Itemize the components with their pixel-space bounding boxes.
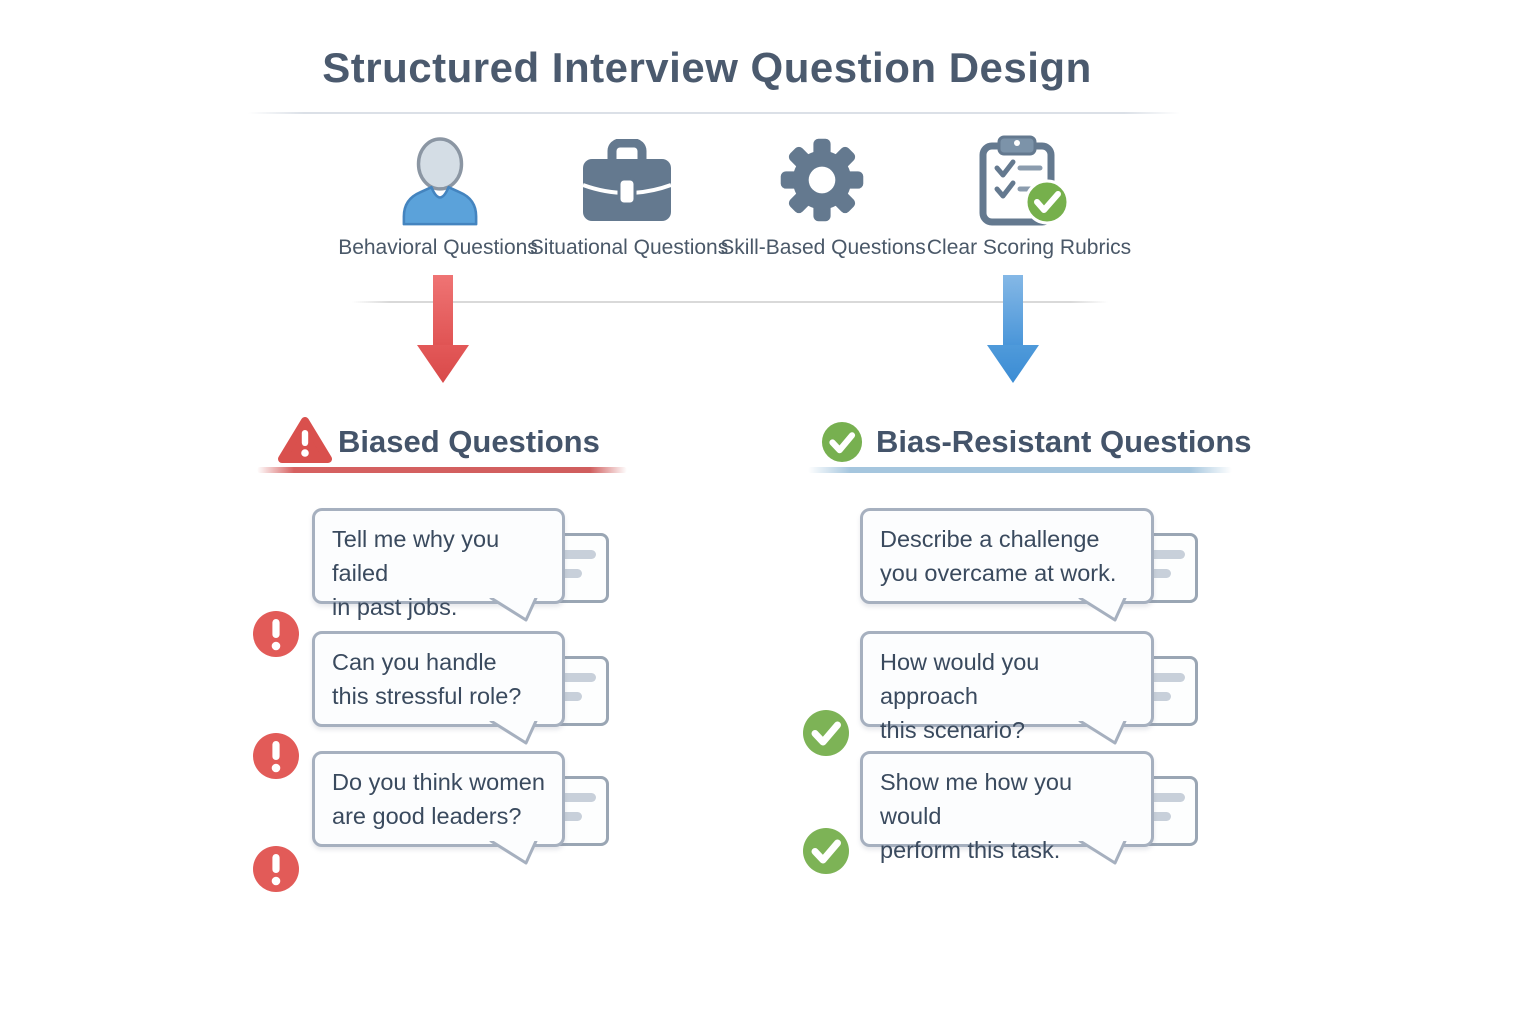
category-label-situational: Situational Questions [529,236,729,259]
question-text: this scenario? [880,717,1025,743]
exclamation-circle-icon [253,611,299,657]
clipboard-check-icon [979,135,1070,226]
biased-heading: Biased Questions [338,424,600,459]
check-circle-icon [803,710,849,756]
category-label-skill: Skill-Based Questions [720,236,926,259]
speech-bubble: Can you handle this stressful role? [312,631,609,745]
red-down-arrow-icon [417,275,469,383]
question-text: Tell me why you failed [332,526,500,586]
question-text: Can you handle [332,649,497,675]
question-text: How would you approach [880,649,1040,709]
bubble-tail [489,598,538,622]
biased-underline [257,467,627,473]
speech-bubble-body: Can you handle this stressful role? [312,631,565,745]
check-circle-icon [821,421,863,463]
speech-bubble-body: How would you approach this scenario? [860,631,1154,745]
speech-bubble: Do you think women are good leaders? [312,751,609,865]
question-text: Describe a challenge [880,526,1100,552]
question-text: perform this task. [880,837,1061,863]
category-label-rubrics: Clear Scoring Rubrics [926,236,1132,259]
question-text: Show me how you would [880,769,1073,829]
speech-bubble: Describe a challenge you overcame at wor… [860,508,1198,622]
page-title: Structured Interview Question Design [322,44,1092,91]
title-divider [248,112,1180,114]
question-text: in past jobs. [332,594,458,620]
bubble-tail [1078,721,1127,745]
blue-down-arrow-icon [987,275,1039,383]
exclamation-circle-icon [253,733,299,779]
question-text: you overcame at work. [880,560,1117,586]
bubble-tail [489,721,538,745]
exclamation-circle-icon [253,846,299,892]
person-icon [402,137,478,226]
speech-bubble: Show me how you would perform this task. [860,751,1198,865]
speech-bubble-body: Show me how you would perform this task. [860,751,1154,865]
question-text: are good leaders? [332,803,522,829]
gear-icon [780,138,864,222]
bias-resistant-underline [808,467,1232,473]
speech-bubble-body: Describe a challenge you overcame at wor… [860,508,1154,622]
flow-divider [352,301,1108,303]
bubble-tail [489,841,538,865]
warning-triangle-icon [278,417,332,463]
question-text: Do you think women [332,769,545,795]
check-circle-icon [803,828,849,874]
bias-resistant-heading: Bias-Resistant Questions [876,424,1252,459]
speech-bubble: How would you approach this scenario? [860,631,1198,745]
briefcase-icon [582,139,672,221]
category-label-behavioral: Behavioral Questions [338,236,538,259]
bubble-tail [1078,841,1127,865]
bubble-tail [1078,598,1127,622]
speech-bubble-body: Do you think women are good leaders? [312,751,565,865]
speech-bubble: Tell me why you failed in past jobs. [312,508,609,622]
speech-bubble-body: Tell me why you failed in past jobs. [312,508,565,622]
question-text: this stressful role? [332,683,522,709]
